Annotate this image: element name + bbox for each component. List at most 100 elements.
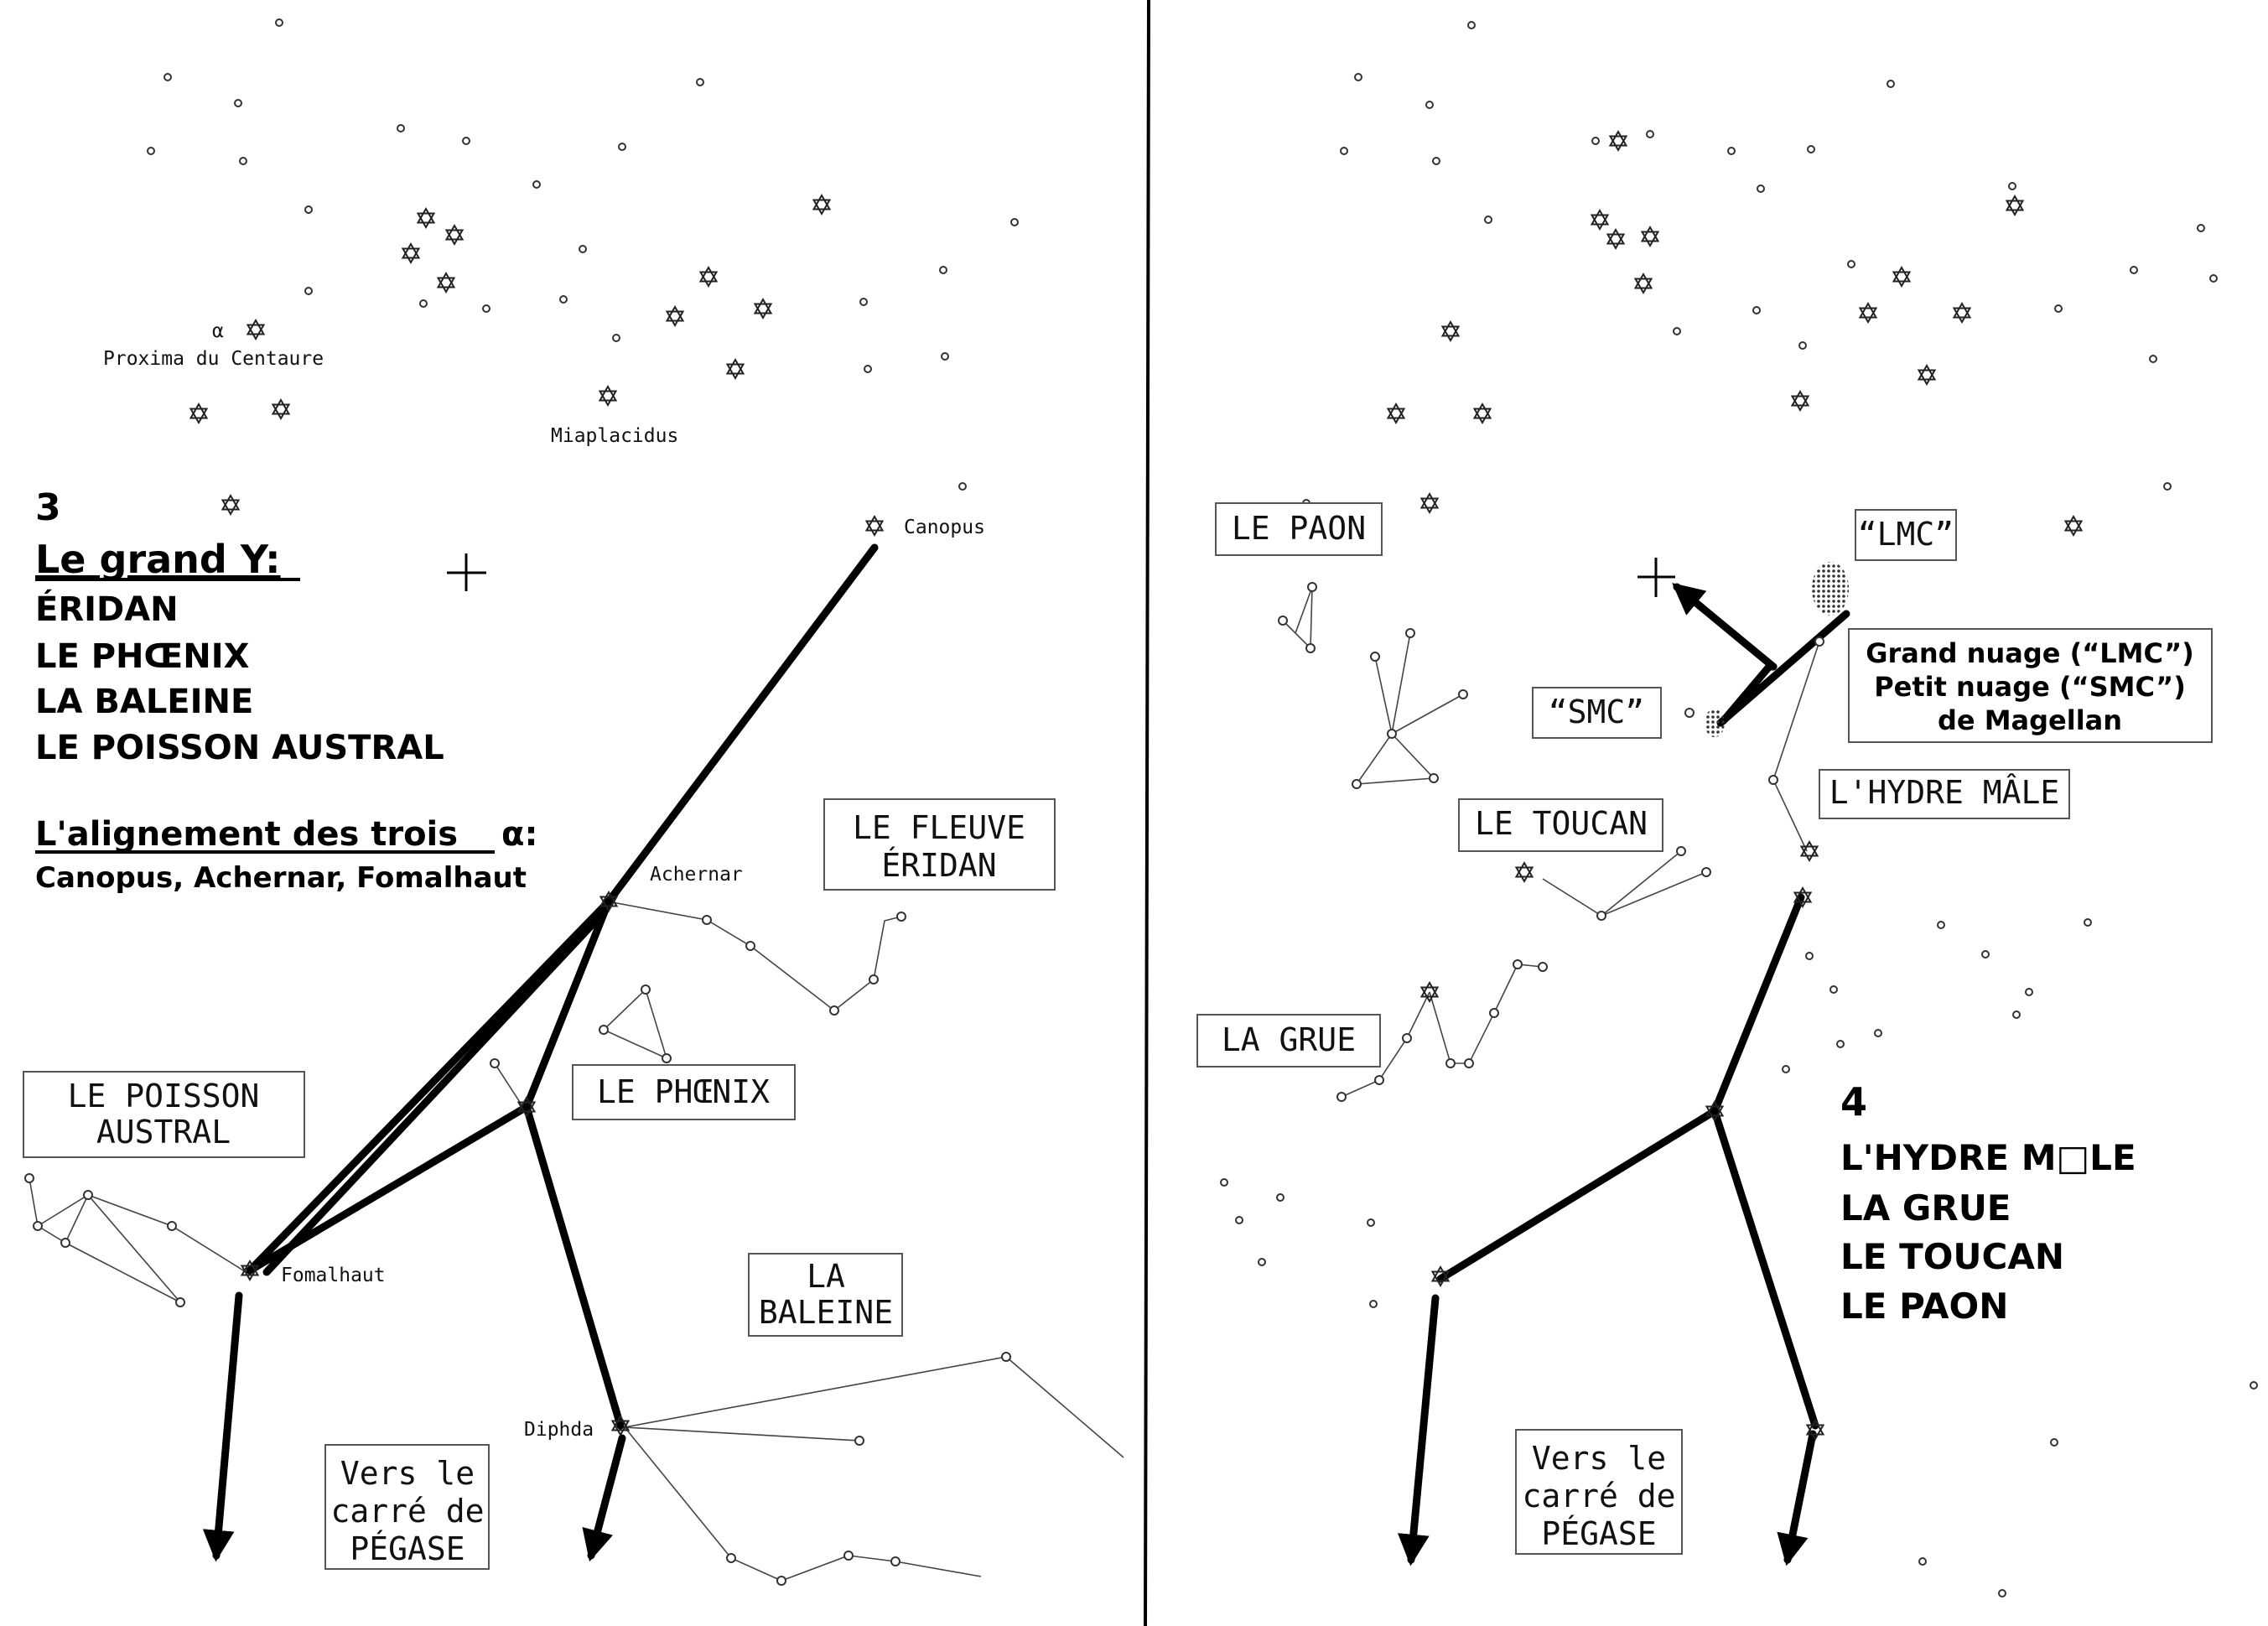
background-star-right <box>2163 482 2172 491</box>
background-star-left <box>304 205 313 214</box>
background-star-right <box>2025 988 2033 996</box>
star-marker-right <box>1419 491 1440 515</box>
panel-number-3: 3 <box>35 486 61 529</box>
background-star-right <box>1829 985 1838 994</box>
star-marker-left <box>753 297 773 320</box>
star-marker-left <box>598 384 618 408</box>
achernar-phoenix-line <box>522 897 613 1111</box>
star-marker-right <box>2005 194 2025 217</box>
background-star-right <box>2250 1381 2258 1390</box>
star-marker-right <box>1793 886 1813 909</box>
constellation-star-right <box>1402 1033 1412 1043</box>
cetus-line <box>624 1426 860 1442</box>
star-marker-left <box>436 271 456 294</box>
pole-arrow <box>1672 583 1778 671</box>
constellation-star-right <box>1464 1058 1474 1068</box>
background-star-right <box>1874 1029 1882 1037</box>
small-magellanic-cloud <box>1705 709 1725 737</box>
baleine-label-1: LA <box>807 1258 845 1295</box>
star-marker-left <box>271 397 291 421</box>
constellation-star-right <box>1405 628 1415 638</box>
star-marker-right <box>1790 389 1810 413</box>
constellation-star-right <box>1429 773 1439 783</box>
list-item-grue: LA GRUE <box>1840 1187 2011 1229</box>
star-marker-left <box>444 223 464 247</box>
piscis-austrinus-lines <box>29 1177 90 1244</box>
lmc-label: “LMC” <box>1858 516 1954 553</box>
cetus-lines-2 <box>624 1426 982 1582</box>
constellation-star-right <box>1596 911 1606 921</box>
star-marker-left <box>401 242 421 265</box>
background-star-left <box>304 287 313 295</box>
paon-label: LE PAON <box>1232 510 1366 547</box>
background-star-right <box>1340 147 1348 155</box>
background-star-right <box>1425 101 1434 109</box>
star-marker-right <box>2063 514 2084 538</box>
background-star-right <box>1591 137 1600 145</box>
hydre-label: L'HYDRE MÂLE <box>1829 774 2060 811</box>
constellation-star-right <box>1684 708 1695 718</box>
background-star-right <box>1757 184 1765 193</box>
list-item-poisson: LE POISSON AUSTRAL <box>35 729 444 767</box>
background-star-right <box>1484 216 1492 224</box>
hydrus-line-3 <box>1710 1107 1819 1430</box>
star-marker-left <box>864 514 885 538</box>
alpha-label: α <box>212 320 224 342</box>
constellation-star-right <box>1768 775 1778 785</box>
cetus-lines <box>624 1356 1124 1458</box>
background-star-right <box>1235 1216 1243 1224</box>
star-marker-right <box>1608 129 1628 153</box>
left-background-stars <box>147 18 1019 491</box>
constellation-star-left <box>829 1005 839 1016</box>
constellation-star-right <box>1676 846 1686 856</box>
background-star-left <box>696 78 704 86</box>
right-named-stars <box>1278 129 2084 1442</box>
constellation-star-left <box>726 1553 736 1563</box>
grue-label: LA GRUE <box>1222 1021 1356 1058</box>
constellation-star-right <box>1370 652 1380 662</box>
background-star-right <box>2050 1438 2058 1447</box>
background-star-left <box>612 334 620 342</box>
pavo-lines <box>1282 586 1313 650</box>
arrow-right-2 <box>1777 1430 1817 1566</box>
background-star-right <box>1367 1218 1375 1227</box>
star-marker-left <box>221 493 241 517</box>
background-star-right <box>1847 260 1855 268</box>
star-marker-left <box>416 206 436 230</box>
vers-right-label-3: PÉGASE <box>1541 1515 1656 1552</box>
constellation-star-left <box>662 1053 672 1063</box>
background-star-right <box>2054 304 2063 313</box>
vers-left-label-1: Vers le <box>340 1455 475 1492</box>
star-marker-right <box>1440 319 1461 343</box>
background-star-left <box>234 99 242 107</box>
constellation-star-left <box>896 912 906 922</box>
background-star-left <box>859 298 868 306</box>
star-marker-right <box>1705 1099 1725 1123</box>
vers-left-label-3: PÉGASE <box>350 1530 464 1567</box>
constellation-star-left <box>702 915 712 925</box>
grand-y-heading: Le grand Y: <box>35 537 281 582</box>
background-star-right <box>1836 1040 1845 1048</box>
eridanus-lines <box>607 901 902 1012</box>
miaplacidus-label: Miaplacidus <box>551 425 678 447</box>
background-star-left <box>482 304 490 313</box>
constellation-star-left <box>776 1576 786 1586</box>
star-marker-right <box>1514 860 1534 884</box>
star-marker-right <box>1640 225 1660 248</box>
toucan-box <box>1458 798 1663 852</box>
constellation-star-right <box>1278 616 1288 626</box>
canopus-label: Canopus <box>904 517 985 538</box>
constellation-star-left <box>490 1058 500 1068</box>
background-star-right <box>1752 306 1761 314</box>
left-named-stars <box>24 193 1011 1586</box>
panel-divider <box>1144 0 1150 1626</box>
star-marker-right <box>1805 1418 1825 1442</box>
star-marker-left <box>698 265 719 288</box>
background-star-right <box>1981 950 1990 958</box>
star-marker-left <box>610 1414 631 1437</box>
star-marker-left <box>246 318 266 341</box>
tucana-lines <box>1542 850 1682 917</box>
background-star-right <box>1782 1065 1790 1073</box>
background-star-left <box>1010 218 1019 226</box>
